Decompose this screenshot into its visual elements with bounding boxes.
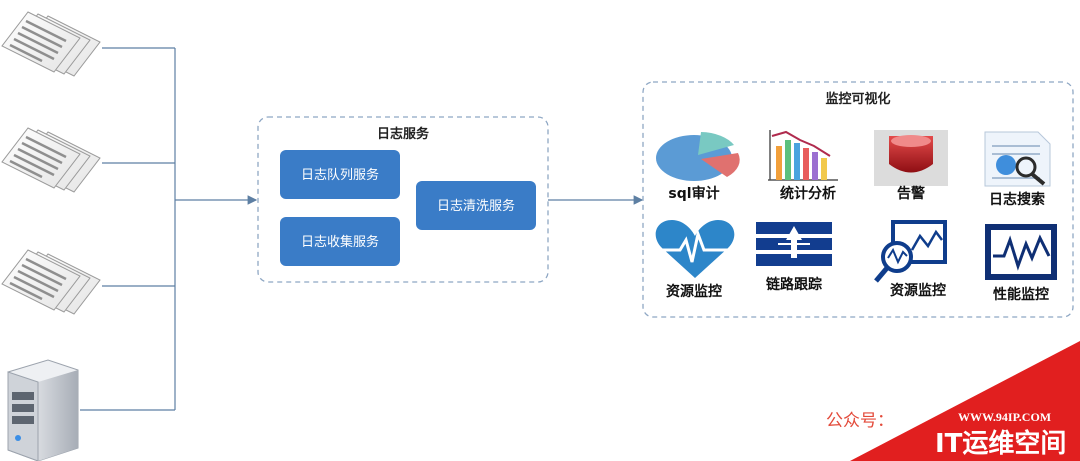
watermark-brand: IT运维空间 (935, 428, 1066, 459)
sql-audit-label: sql审计 (668, 185, 719, 202)
source-connectors (80, 47, 258, 411)
server-icon (7, 359, 79, 461)
watermark: 公众号： WWW.94IP.COM IT运维空间 (826, 341, 1080, 461)
alarm-icon (874, 130, 948, 186)
watermark-prefix: 公众号： (826, 411, 894, 431)
sql-audit-item[interactable]: sql审计 (656, 132, 740, 202)
link-trace-icon (756, 222, 832, 266)
log-service-title: 日志服务 (377, 126, 430, 142)
heartbeat-icon (655, 220, 735, 278)
log-file-stack-2 (1, 127, 101, 193)
log-search-label: 日志搜索 (989, 191, 1045, 208)
resource-monitor-label-1: 资源监控 (666, 283, 722, 300)
magnifier-chart-icon (874, 220, 947, 283)
monitor-title: 监控可视化 (825, 91, 890, 107)
trace-item[interactable]: 链路跟踪 (756, 222, 832, 293)
document-stack-icon (1, 11, 101, 77)
collect-service-label: 日志收集服务 (301, 234, 379, 250)
queue-service-label: 日志队列服务 (301, 167, 379, 183)
clean-service-label: 日志清洗服务 (437, 198, 515, 214)
performance-monitor-label: 性能监控 (993, 286, 1049, 303)
alarm-item[interactable]: 告警 (874, 130, 948, 202)
resource-monitor-label-2: 资源监控 (890, 282, 946, 299)
log-search-item[interactable]: 日志搜索 (984, 131, 1051, 208)
clean-service-box[interactable] (416, 181, 536, 230)
document-stack-icon (1, 249, 101, 315)
watermark-site: WWW.94IP.COM (958, 410, 1051, 424)
monitor-group (642, 81, 1074, 318)
resource-monitor-item-1[interactable]: 资源监控 (655, 220, 735, 300)
collect-service-box[interactable] (280, 217, 400, 266)
document-search-icon (984, 131, 1051, 187)
bar-chart-icon (768, 130, 838, 181)
resource-monitor-item-2[interactable]: 资源监控 (874, 220, 947, 299)
queue-service-box[interactable] (280, 150, 400, 199)
alarm-label: 告警 (897, 185, 925, 202)
document-stack-icon (1, 127, 101, 193)
statistics-item[interactable]: 统计分析 (768, 130, 838, 202)
log-file-stack-3 (1, 249, 101, 315)
performance-monitor-item[interactable]: 性能监控 (985, 224, 1057, 303)
performance-monitor-icon (985, 224, 1057, 280)
pie-chart-icon (656, 132, 740, 181)
statistics-label: 统计分析 (780, 185, 836, 202)
log-service-group (257, 116, 549, 283)
log-file-stack-1 (1, 11, 101, 77)
trace-label: 链路跟踪 (766, 276, 822, 293)
watermark-triangle (850, 341, 1080, 461)
